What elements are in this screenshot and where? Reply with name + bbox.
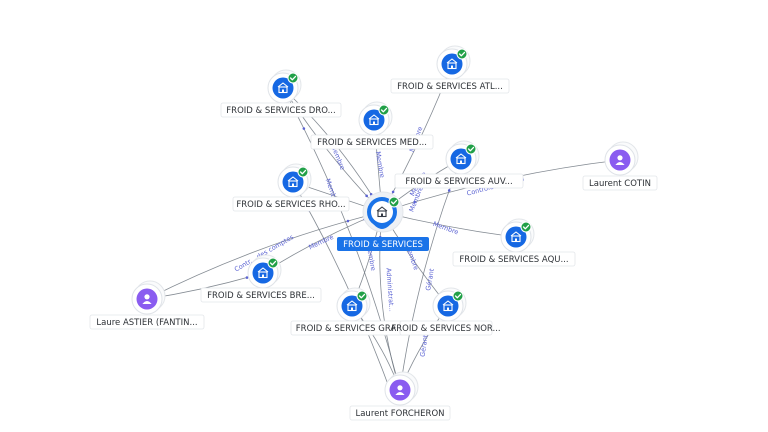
- company-node-rho[interactable]: [277, 163, 312, 198]
- company-label-gra-text: FROID & SERVICES GRA...: [296, 324, 404, 334]
- company-label-nor-bg: [399, 320, 493, 336]
- edge-forcheron-auv-arrow: [447, 189, 451, 192]
- company-label-atl-bg: [390, 78, 510, 94]
- edge-astier[interactable]: [146, 211, 383, 300]
- person-icon: [395, 385, 405, 395]
- company-label-auv-text: FROID & SERVICES AUV...: [405, 177, 512, 187]
- person-icon: [142, 294, 152, 304]
- person-icon: [615, 155, 625, 165]
- check-icon: [520, 221, 532, 233]
- building-icon: [446, 58, 458, 70]
- edge-label: Membre: [307, 233, 334, 251]
- building-icon: [257, 267, 269, 279]
- check-icon: [456, 48, 468, 60]
- company-label-aqu-bg: [452, 251, 576, 267]
- building-icon: [287, 176, 299, 188]
- person-label-astier-bg: [89, 314, 205, 330]
- edge-label: Gérant: [424, 268, 436, 292]
- company-label-nor[interactable]: FROID & SERVICES NOR...: [391, 320, 501, 336]
- edge-astier-bre-arrow: [245, 276, 249, 279]
- company-label-rho-bg: [232, 196, 350, 212]
- edge-cotin-arrow: [413, 200, 417, 204]
- building-icon: [376, 206, 388, 218]
- center-label-text: FROID & SERVICES: [343, 240, 423, 250]
- building-icon: [368, 114, 380, 126]
- edge-label: Membre: [432, 220, 460, 237]
- edge-label: Administrat...: [384, 268, 395, 312]
- company-node-auv[interactable]: [445, 140, 480, 175]
- check-icon: [297, 166, 309, 178]
- building-icon: [346, 300, 358, 312]
- company-label-nor-text: FROID & SERVICES NOR...: [391, 324, 500, 334]
- center-label[interactable]: FROID & SERVICES: [337, 237, 429, 251]
- person-label-cotin[interactable]: Laurent COTIN: [582, 175, 658, 191]
- person-label-forcheron-bg: [349, 405, 451, 421]
- center-label-bg: [337, 237, 429, 251]
- edge-label: Membre: [374, 151, 386, 179]
- company-label-auv-bg: [394, 173, 524, 189]
- company-label-med-text: FROID & SERVICES MED...: [317, 138, 427, 148]
- person-label-astier[interactable]: Laure ASTIER (FANTIN...: [89, 314, 205, 330]
- person-label-astier-text: Laure ASTIER (FANTIN...: [96, 318, 197, 328]
- company-label-atl-text: FROID & SERVICES ATL...: [397, 82, 503, 92]
- check-icon: [356, 290, 368, 302]
- person-node-forcheron[interactable]: [384, 371, 419, 406]
- person-label-cotin-text: Laurent COTIN: [589, 179, 651, 189]
- edge-forcheron-dro[interactable]: [282, 87, 401, 391]
- person-label-cotin-bg: [582, 175, 658, 191]
- company-label-bre-bg: [200, 287, 322, 303]
- check-icon: [267, 257, 279, 269]
- check-icon: [287, 72, 299, 84]
- nodes: FROID & SERVICES ATL... FROID & SERVICES …: [89, 45, 658, 421]
- company-label-dro-bg: [220, 102, 342, 118]
- company-label-dro[interactable]: FROID & SERVICES DRO...: [220, 102, 342, 118]
- person-node-cotin[interactable]: [604, 141, 639, 176]
- edge-forcheron-center[interactable]: [379, 211, 401, 391]
- company-label-med[interactable]: FROID & SERVICES MED...: [310, 134, 434, 150]
- check-icon: [388, 196, 400, 208]
- check-icon: [378, 104, 390, 116]
- building-icon: [442, 300, 454, 312]
- company-label-rho-text: FROID & SERVICES RHO...: [236, 200, 345, 210]
- company-label-bre[interactable]: FROID & SERVICES BRE...: [200, 287, 322, 303]
- edge-forcheron-dro-arrow: [302, 127, 306, 130]
- edge-dro-arrow: [365, 194, 368, 198]
- company-label-rho[interactable]: FROID & SERVICES RHO...: [232, 196, 350, 212]
- company-label-bre-text: FROID & SERVICES BRE...: [207, 291, 315, 301]
- edge-astier-arrow: [346, 219, 350, 223]
- company-label-dro-text: FROID & SERVICES DRO...: [226, 106, 335, 116]
- company-label-auv[interactable]: FROID & SERVICES AUV...: [394, 173, 524, 189]
- company-label-aqu[interactable]: FROID & SERVICES AQU...: [452, 251, 576, 267]
- company-label-atl[interactable]: FROID & SERVICES ATL...: [390, 78, 510, 94]
- edge-atl-arrow: [391, 190, 395, 194]
- person-label-forcheron[interactable]: Laurent FORCHERON: [349, 405, 451, 421]
- check-icon: [465, 143, 477, 155]
- check-icon: [452, 290, 464, 302]
- person-node-astier[interactable]: [131, 280, 166, 315]
- building-icon: [277, 82, 289, 94]
- company-label-aqu-text: FROID & SERVICES AQU...: [459, 255, 568, 265]
- company-label-med-bg: [310, 134, 434, 150]
- building-icon: [455, 153, 467, 165]
- person-label-forcheron-text: Laurent FORCHERON: [355, 409, 444, 419]
- building-icon: [510, 231, 522, 243]
- company-node-dro[interactable]: [267, 69, 302, 104]
- edge-label: Gérant: [419, 334, 430, 358]
